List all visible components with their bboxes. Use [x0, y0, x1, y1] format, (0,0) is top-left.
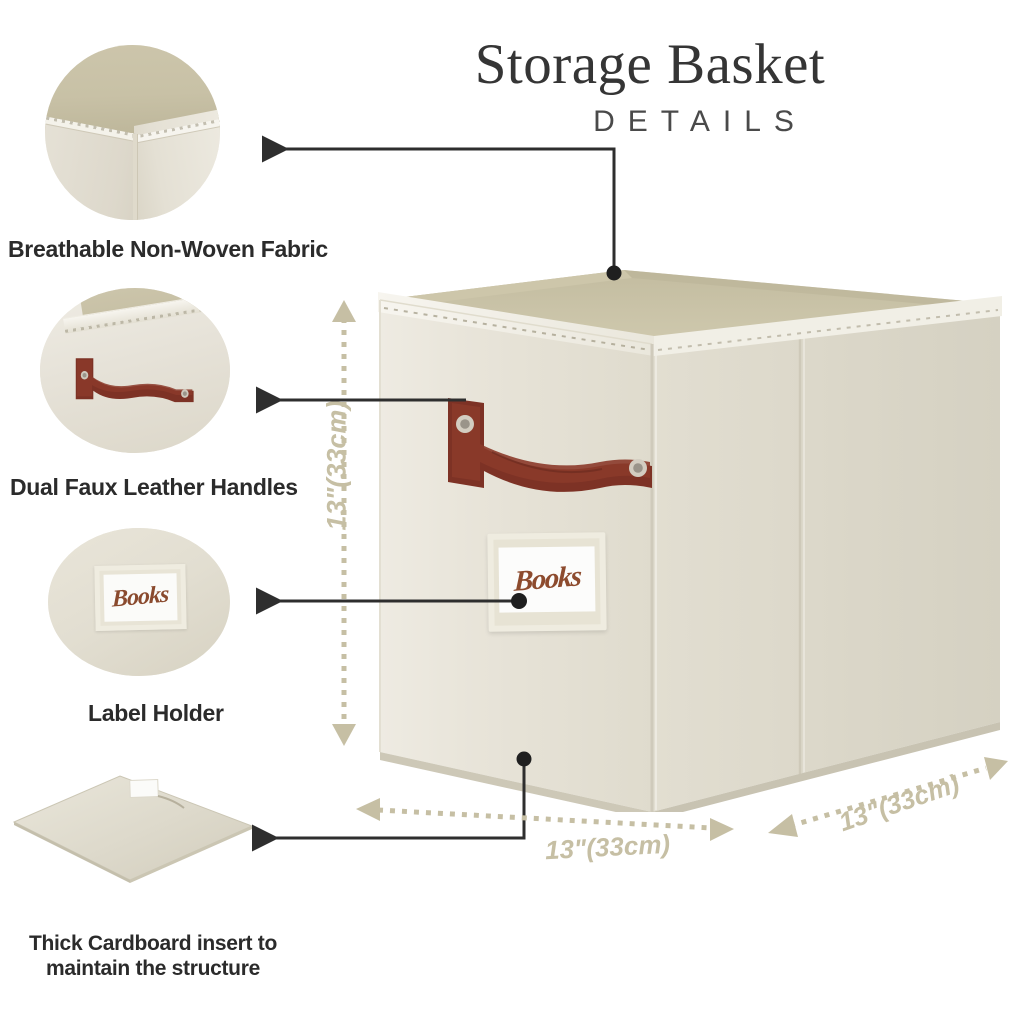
dimension-height-label: 13"(33cm)	[321, 400, 352, 531]
cardboard-insert-illustration	[8, 770, 258, 885]
label-thumb-card: Books	[103, 573, 178, 622]
handle-strap-illustration	[72, 354, 197, 404]
fabric-corner-seam	[132, 134, 137, 220]
leather-handle-thumbnail	[40, 288, 230, 453]
feature-label-fabric: Breathable Non-Woven Fabric	[8, 236, 328, 262]
feature-label-handles: Dual Faux Leather Handles	[10, 474, 298, 500]
page-title: Storage Basket	[474, 33, 826, 96]
label-thumb-script-text: Books	[112, 581, 170, 613]
basket-label-holder: Books	[487, 532, 607, 632]
storage-basket-product-image	[352, 252, 1012, 812]
basket-label-card: Books	[498, 546, 596, 613]
page-subtitle: DETAILS	[593, 105, 807, 138]
label-holder-thumbnail: Books	[48, 528, 230, 676]
label-thumb-frame: Books	[94, 564, 187, 632]
basket-label-script-text: Books	[513, 560, 581, 598]
dimension-width-label: 13"(33cm)	[544, 828, 671, 866]
feature-label-labelholder: Label Holder	[88, 700, 224, 726]
fabric-corner-thumbnail	[45, 45, 220, 220]
feature-label-cardboard: Thick Cardboard insert to maintain the s…	[28, 932, 278, 980]
